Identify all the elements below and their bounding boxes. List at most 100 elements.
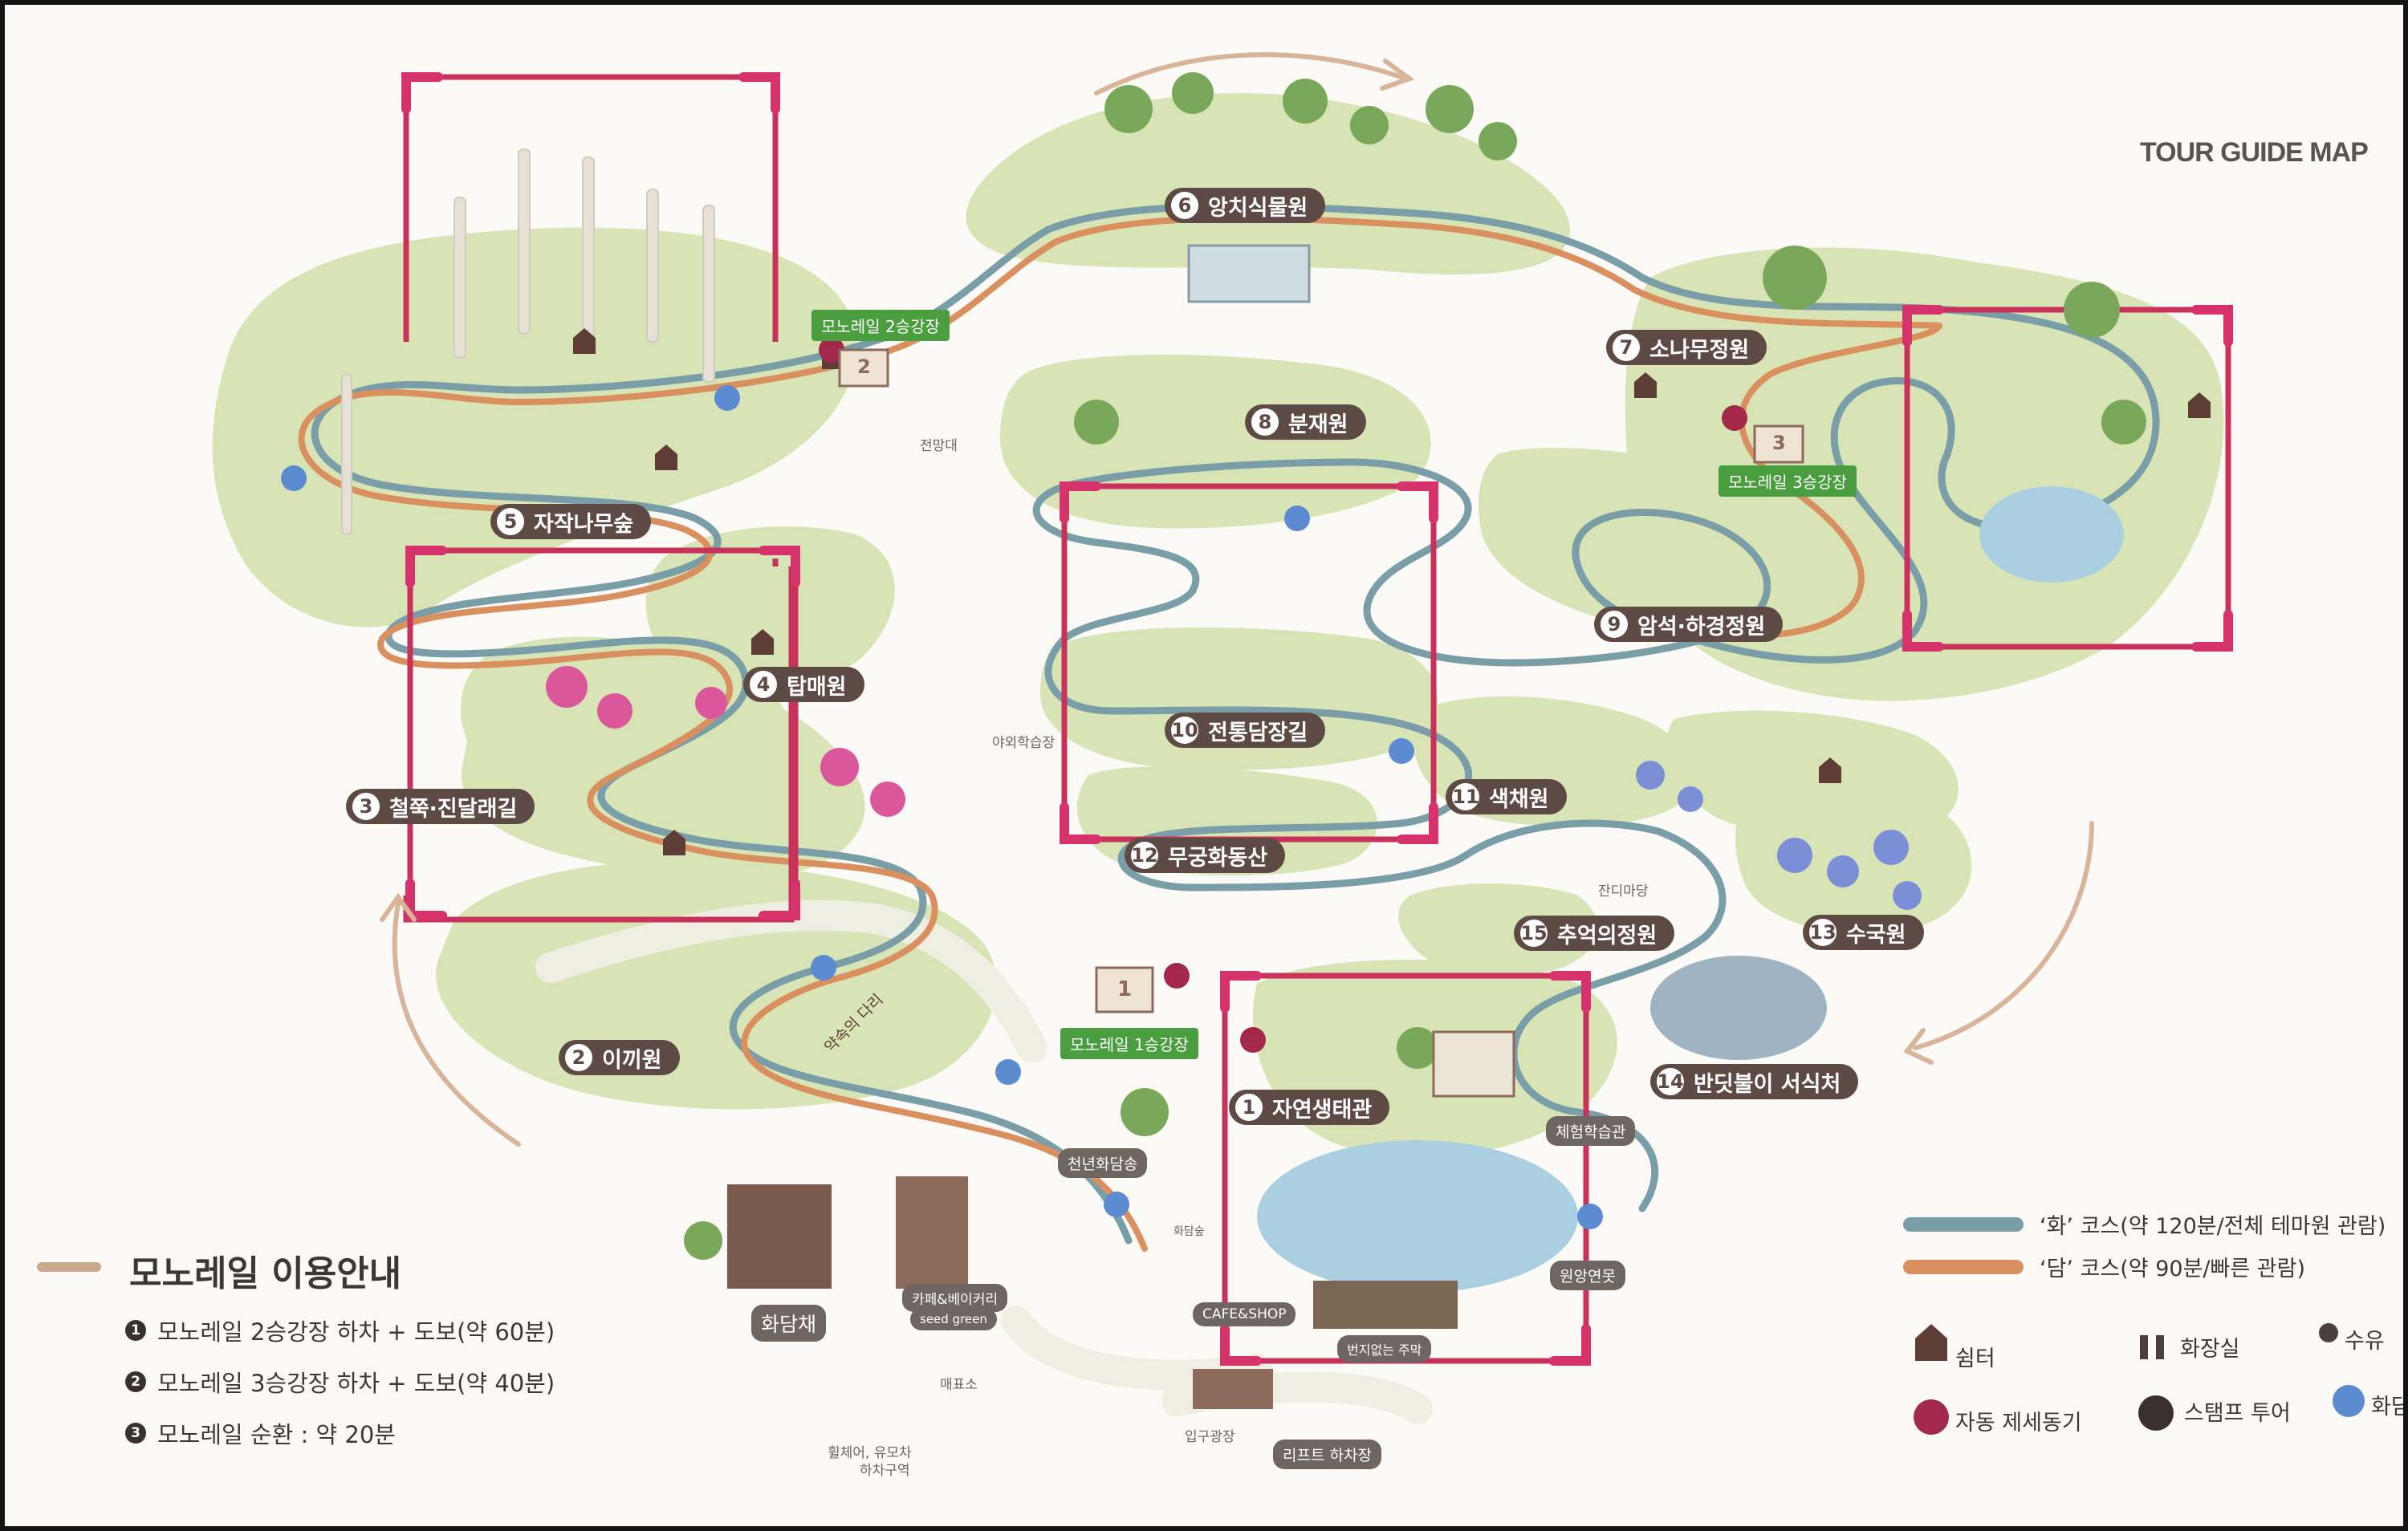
ticket-office-label: 매표소 — [940, 1377, 978, 1393]
outdoor-class-label: 야외학습장 — [992, 735, 1056, 751]
monorail-station-3-tag[interactable]: 모노레일 3승강장 — [1719, 465, 1857, 497]
spot-number: 15 — [1519, 918, 1549, 948]
water-label: 수유 — [2345, 1329, 2385, 1354]
entrance-plaza-label: 입구광장 — [1185, 1429, 1235, 1445]
buildings — [727, 244, 1515, 1409]
spot-name: 이끼원 — [602, 1047, 662, 1073]
spot-label-4[interactable]: 4 탑매원 — [743, 667, 864, 702]
guide-item: 2 모노레일 3승강장 하차 + 도보(약 40분) — [125, 1365, 555, 1399]
spot-label-9[interactable]: 9 암석·하경정원 — [1594, 607, 1784, 642]
course-hwa-swatch — [1903, 1216, 2024, 1232]
station-3-number: 3 — [1772, 432, 1786, 454]
course-hwa-route — [311, 202, 2160, 1245]
guide-bullet: 2 — [125, 1371, 146, 1392]
mandarin-pond-label: 원앙연못 — [1550, 1261, 1625, 1290]
legend-course-hwa: ‘화’ 코스(약 120분/전체 테마원 관람) — [1903, 1208, 2386, 1240]
experience-hall-label: 체험학습관 — [1546, 1116, 1636, 1146]
spot-name: 전통담장길 — [1208, 720, 1308, 745]
trees — [684, 72, 2146, 1260]
cafe-shop-label: CAFE&SHOP — [1193, 1302, 1296, 1326]
station-2-number: 2 — [857, 355, 871, 378]
spot-number: 10 — [1169, 715, 1200, 745]
spot-name: 탑매원 — [787, 674, 847, 700]
spot-number: 11 — [1450, 782, 1481, 812]
map-legend: ‘화’ 코스(약 120분/전체 테마원 관람) ‘담’ 코스(약 90분/빠른… — [1891, 1180, 2408, 1525]
course-hwa-label: ‘화’ 코스(약 120분/전체 테마원 관람) — [2040, 1214, 2386, 1239]
spot-name: 자연생태관 — [1272, 1097, 1373, 1123]
spot-number: 3 — [351, 791, 381, 822]
course-dam-route — [298, 215, 1942, 1252]
spot-label-13[interactable]: 13 수국원 — [1803, 915, 1924, 950]
monorail-station-1-tag[interactable]: 모노레일 1승강장 — [1060, 1028, 1198, 1059]
station-huts — [838, 348, 1804, 1013]
park-map — [212, 52, 2365, 1435]
small-sign-label: 화담숲 — [1173, 1225, 1205, 1238]
spot-name: 분재원 — [1288, 412, 1348, 437]
course-dam-swatch — [1903, 1259, 2024, 1274]
hydrangea-flowers — [1636, 761, 1922, 910]
lift-dropoff-label: 리프트 하차장 — [1273, 1440, 1381, 1469]
seed-green-label: seed green — [910, 1308, 997, 1330]
guide-title: 모노레일 이용안내 — [129, 1253, 402, 1294]
lawn-label: 잔디마당 — [1598, 883, 1649, 900]
mandarin-pond — [1257, 1140, 1578, 1293]
legend-course-dam: ‘담’ 코스(약 90분/빠른 관람) — [1903, 1251, 2305, 1282]
spot-label-15[interactable]: 15 추억의정원 — [1514, 916, 1675, 951]
spot-name: 자작나무숲 — [534, 511, 634, 537]
guide-text: 모노레일 2승강장 하차 + 도보(약 60분) — [157, 1318, 555, 1346]
spot-name: 암석·하경정원 — [1637, 614, 1766, 640]
spot-name: 무궁화동산 — [1168, 845, 1268, 871]
page-title: TOUR GUIDE MAP — [2140, 137, 2369, 168]
monorail-guide: 모노레일 이용안내 1 모노레일 2승강장 하차 + 도보(약 60분) 2 모노레… — [37, 1245, 555, 1468]
restroom-label: 화장실 — [2180, 1337, 2240, 1362]
spot-number: 13 — [1808, 917, 1838, 948]
spot-number: 4 — [748, 669, 779, 700]
house-no-address-label: 번지없는 주막 — [1337, 1335, 1432, 1362]
station-1-number: 1 — [1117, 977, 1133, 1001]
spot-label-7[interactable]: 7 소나무정원 — [1606, 330, 1767, 365]
legend-restroom: 화장실 — [2180, 1331, 2240, 1362]
spot-number: 9 — [1599, 609, 1629, 640]
legend-aed: 자동 제세동기 — [1955, 1405, 2082, 1436]
spot-name: 수국원 — [1846, 922, 1906, 948]
wheelchair-area-label: 휠체어, 유모차 — [828, 1445, 912, 1461]
spot-number: 7 — [1611, 332, 1641, 363]
spot-name: 소나무정원 — [1649, 337, 1750, 363]
shelter-label: 쉼터 — [1955, 1346, 1995, 1371]
stamp-label: 스탬프 투어 — [2184, 1401, 2291, 1426]
photo-label: 화담 — [2371, 1395, 2408, 1419]
spot-number: 2 — [563, 1042, 594, 1073]
spot-number: 6 — [1169, 190, 1200, 221]
monorail-station-2-tag[interactable]: 모노레일 2승강장 — [811, 310, 950, 341]
spot-label-10[interactable]: 10 전통담장길 — [1165, 713, 1326, 748]
azalea-flowers — [546, 666, 905, 817]
guide-text: 모노레일 순환 : 약 20분 — [157, 1421, 396, 1448]
direction-arrows — [380, 52, 2094, 1147]
guide-bullet: 1 — [125, 1320, 146, 1341]
pond-pine-garden — [1979, 486, 2124, 583]
guide-text: 모노레일 3승강장 하차 + 도보(약 40분) — [157, 1370, 555, 1397]
spot-name: 추억의정원 — [1557, 923, 1658, 948]
spot-label-12[interactable]: 12 무궁화동산 — [1125, 838, 1286, 873]
spot-number: 12 — [1129, 840, 1160, 871]
garden-areas — [212, 93, 2224, 1158]
guide-accent-bar — [37, 1262, 101, 1272]
spot-name: 색채원 — [1489, 786, 1549, 812]
frame-corners — [401, 72, 2233, 1366]
guide-bullet: 3 — [125, 1423, 146, 1444]
observatory-label: 전망대 — [920, 438, 958, 454]
legend-icons — [1914, 1323, 2365, 1435]
cafe-bakery-label: 카페&베이커리 — [902, 1284, 1008, 1312]
spot-label-2[interactable]: 2 이끼원 — [559, 1040, 680, 1075]
old-pine-label: 천년화담송 — [1058, 1148, 1148, 1178]
spot-number: 14 — [1655, 1066, 1686, 1097]
legend-stamp: 스탬프 투어 — [2184, 1395, 2291, 1427]
spot-label-11[interactable]: 11 색채원 — [1446, 779, 1567, 814]
